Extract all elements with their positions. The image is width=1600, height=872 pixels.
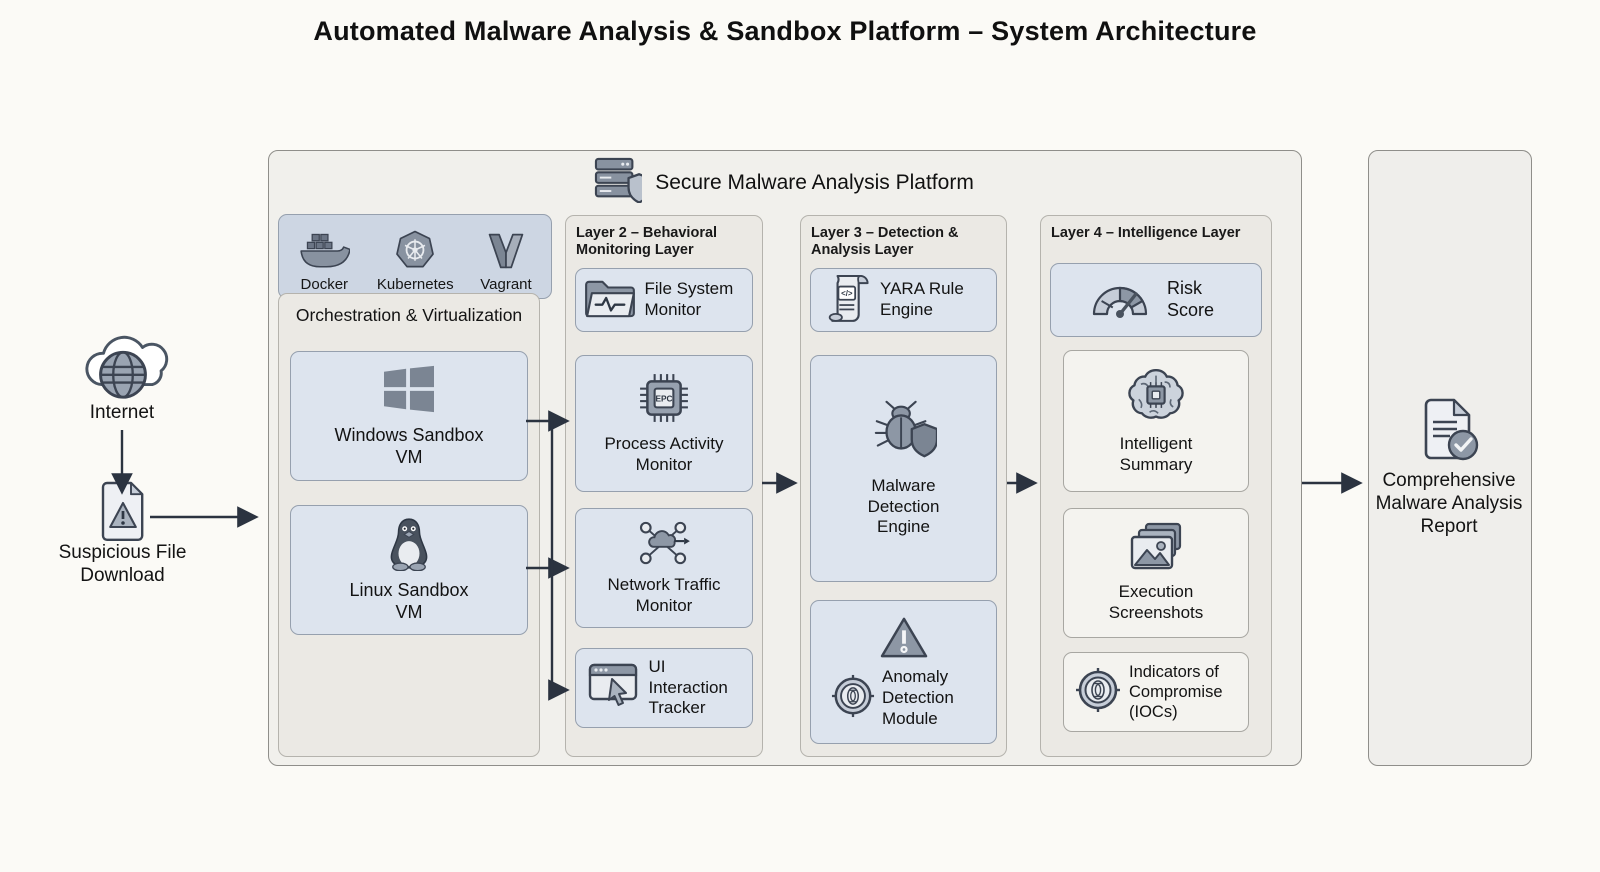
page-title: Automated Malware Analysis & Sandbox Pla… [313,16,1257,46]
node-yara-rule-engine: </> YARA Rule Engine [810,268,997,332]
platform-title: Secure Malware Analysis Platform [655,170,974,194]
ioc-target-icon [1075,667,1121,718]
execution-screenshots-label: Execution Screenshots [1108,582,1204,622]
tool-docker: Docker [298,232,352,293]
vagrant-v-icon [487,232,525,275]
risk-score-label: Risk Score [1167,278,1215,320]
node-windows-sandbox-vm: Windows Sandbox VM [290,351,528,481]
tool-vagrant: Vagrant [480,232,532,293]
tool-vagrant-label: Vagrant [480,276,532,293]
windows-logo-icon [382,364,436,419]
node-indicators-of-compromise: Indicators of Compromise (IOCs) [1063,652,1249,732]
gauge-icon [1087,277,1153,324]
anomaly-detection-module-label: Anomaly Detection Module [882,667,954,728]
bug-shield-icon [871,399,938,466]
tool-docker-label: Docker [300,276,349,293]
node-network-traffic-monitor: Network Traffic Monitor [575,508,753,628]
server-shield-icon [594,157,651,208]
platform-header: Secure Malware Analysis Platform [268,157,1300,208]
node-risk-score: Risk Score [1050,263,1262,337]
linux-vm-label: Linux Sandbox VM [349,579,469,622]
docker-whale-icon [298,232,352,275]
orchestration-title: Orchestration & Virtualization [295,305,523,325]
indicators-of-compromise-label: Indicators of Compromise (IOCs) [1129,662,1223,722]
warning-triangle-icon [878,616,930,665]
node-execution-screenshots: Execution Screenshots [1063,508,1249,638]
browser-cursor-icon [588,663,640,714]
layer4-title: Layer 4 – Intelligence Layer [1051,225,1241,241]
network-traffic-monitor-label: Network Traffic Monitor [607,574,721,615]
photos-stack-icon [1128,522,1184,577]
network-nodes-icon [635,520,693,571]
yara-code-text: </> [841,289,853,298]
node-intelligent-summary: Intelligent Summary [1063,350,1249,492]
brain-chip-icon [1128,367,1184,428]
file-system-monitor-label: File System Monitor [644,279,734,319]
layer3-title: Layer 3 – Detection & Analysis Layer [811,225,959,259]
kubernetes-helm-icon [395,230,435,275]
scroll-code-icon: </> [827,272,871,329]
node-process-activity-monitor: EPC Process Activity Monitor [575,355,753,492]
node-linux-sandbox-vm: Linux Sandbox VM [290,505,528,635]
node-anomaly-detection-module: Anomaly Detection Module [810,600,997,744]
intelligent-summary-label: Intelligent Summary [1119,433,1193,474]
tool-kubernetes-label: Kubernetes [376,276,454,293]
yara-rule-engine-label: YARA Rule Engine [880,279,964,319]
folder-pulse-icon [584,277,636,324]
cpu-chip-text: EPC [655,393,672,403]
cpu-chip-icon: EPC [638,372,690,429]
node-malware-detection-engine: Malware Detection Engine [810,355,997,582]
virtualization-tools-box: Docker Kubernetes [278,214,552,299]
internet-label: Internet [89,402,155,423]
anomaly-scan-icon [831,674,875,723]
node-ui-interaction-tracker: UI Interaction Tracker [575,648,753,728]
report-document-icon [1420,398,1480,467]
windows-vm-label: Windows Sandbox VM [334,424,484,467]
ui-interaction-tracker-label: UI Interaction Tracker [648,656,728,718]
linux-tux-icon [388,517,430,576]
process-activity-monitor-label: Process Activity Monitor [604,433,724,474]
malware-detection-engine-label: Malware Detection Engine [867,475,940,537]
report-label: Comprehensive Malware Analysis Report [1375,470,1523,537]
layer2-title: Layer 2 – Behavioral Monitoring Layer [576,225,718,259]
node-file-system-monitor: File System Monitor [575,268,753,332]
suspicious-file-label: Suspicious File Download [58,542,187,586]
tool-kubernetes: Kubernetes [377,230,454,293]
suspicious-file-icon [99,480,147,547]
internet-cloud-icon [74,326,172,411]
